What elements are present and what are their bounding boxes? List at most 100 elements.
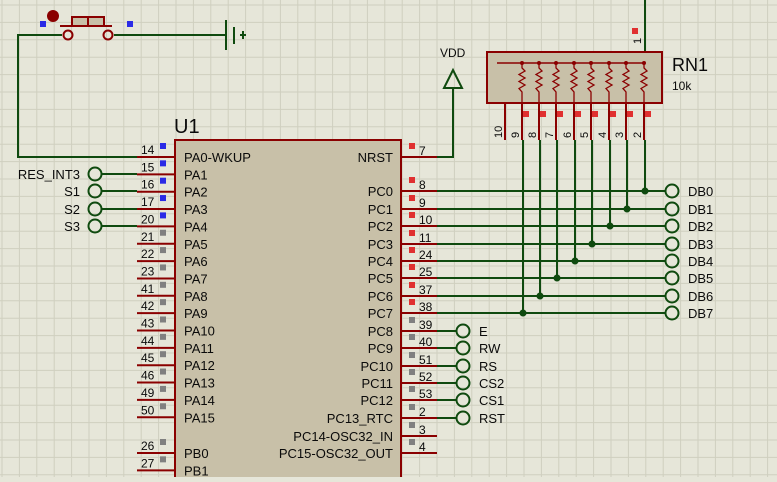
terminal-db0[interactable]: DB0 (664, 183, 714, 199)
pin-number: 8 (419, 178, 426, 192)
pin-number: 8 (527, 132, 539, 138)
vdd-arrow-icon (442, 67, 464, 89)
terminal-cs2[interactable]: CS2 (437, 375, 504, 391)
rn1-pin-5[interactable]: 5 (579, 103, 598, 140)
pin-name: PC10 (360, 359, 393, 374)
pin-number: 3 (419, 423, 426, 437)
pin-number: 45 (141, 351, 155, 365)
data-bus-wires (437, 140, 665, 317)
rn1-pin-7[interactable]: 7 (544, 103, 563, 140)
terminal-db5[interactable]: DB5 (664, 270, 714, 286)
terminal-db6[interactable]: DB6 (664, 288, 714, 304)
mcu-pin-pc3[interactable]: 11 PC3 (368, 230, 437, 252)
pin-name: PC3 (368, 237, 393, 252)
rn1-pin-9[interactable]: 9 (510, 103, 529, 140)
pin-number: 3 (614, 132, 626, 138)
terminal-rw[interactable]: RW (437, 340, 501, 356)
push-button[interactable] (40, 10, 133, 41)
vdd-terminal[interactable]: VDD (404, 46, 466, 158)
mcu-pin-pc6[interactable]: 37 PC6 (368, 282, 437, 304)
pin-number: 9 (419, 196, 426, 210)
terminal-db1[interactable]: DB1 (664, 201, 714, 217)
pin-name: PC6 (368, 289, 393, 304)
terminal-db3[interactable]: DB3 (664, 236, 714, 252)
terminal-db2[interactable]: DB2 (664, 218, 714, 234)
terminal-rs[interactable]: RS (437, 358, 497, 374)
button-actuator-icon[interactable] (47, 10, 59, 22)
pin-name: NRST (358, 150, 393, 165)
terminal-label: S2 (64, 202, 80, 217)
battery-icon (225, 20, 246, 50)
pin-number: 20 (141, 212, 155, 226)
rn1-pin-6[interactable]: 6 (562, 103, 581, 140)
terminal-cs1[interactable]: CS1 (437, 392, 504, 408)
terminal-rst[interactable]: RST (437, 410, 505, 426)
pin-name: PA12 (184, 358, 215, 373)
rn1-pin-2[interactable]: 2 (632, 103, 651, 140)
pin-name: PA4 (184, 219, 208, 234)
terminal-label: S3 (64, 219, 80, 234)
pin-number: 11 (419, 231, 432, 245)
rn1-pin-3[interactable]: 3 (614, 103, 633, 140)
terminal-s1[interactable]: S1 (64, 183, 137, 199)
pin-number: 15 (141, 160, 155, 174)
terminal-res-int3[interactable]: RES_INT3 (18, 166, 137, 182)
terminal-db7[interactable]: DB7 (664, 305, 714, 321)
pin-number: 4 (419, 440, 426, 454)
terminal-e[interactable]: E (437, 323, 488, 339)
pin-number: 40 (419, 335, 433, 349)
rn1-ref: RN1 (672, 55, 708, 75)
pin-number: 16 (141, 178, 155, 192)
pin-number: 10 (419, 213, 433, 227)
rn1-pin-4[interactable]: 4 (597, 103, 616, 140)
pin-name: PA1 (184, 167, 208, 182)
reset-circuit (17, 10, 246, 158)
pin-name: PA10 (184, 324, 215, 339)
terminal-s3[interactable]: S3 (64, 218, 137, 234)
terminal-db4[interactable]: DB4 (664, 253, 714, 269)
rn1-pin-10[interactable]: 10 (493, 103, 506, 140)
pin-number: 37 (419, 283, 433, 297)
rn1-resistor-array (517, 61, 649, 103)
rn1-pin-8[interactable]: 8 (527, 103, 546, 140)
terminal-s2[interactable]: S2 (64, 201, 137, 217)
pin-number: 44 (141, 334, 155, 348)
terminal-label: DB3 (688, 237, 713, 252)
